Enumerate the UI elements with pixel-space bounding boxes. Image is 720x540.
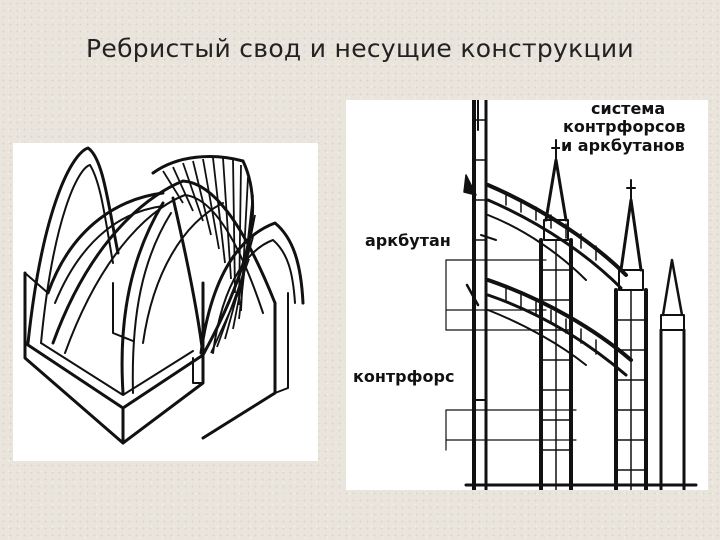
slide-title: Ребристый свод и несущие конструкции: [86, 34, 634, 63]
buttress-system-illustration: система контрфорсов и аркбутанов аркбута…: [346, 100, 708, 490]
ribbed-vault-illustration: [13, 143, 318, 461]
label-buttress: контрфорс: [352, 367, 456, 386]
ribbed-vault-drawing: [23, 146, 305, 445]
label-system-line3: и аркбутанов: [560, 136, 686, 155]
label-system-line1: система: [590, 99, 667, 118]
label-system-line2: контрфорсов: [562, 117, 687, 136]
label-flying-buttress: аркбутан: [364, 231, 452, 250]
buttress-system-drawing: [445, 100, 698, 490]
